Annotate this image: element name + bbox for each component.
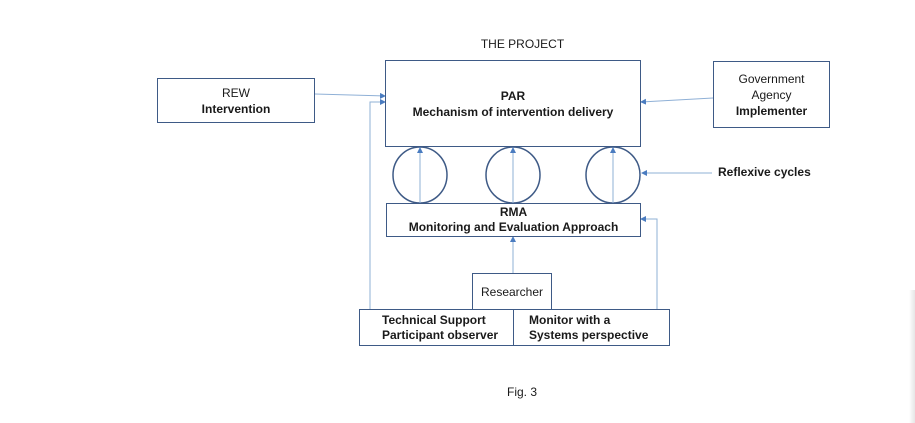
monitor-label: Monitor with a <box>529 312 611 327</box>
government-label: Government <box>738 71 805 86</box>
rew-intervention-box: REW Intervention <box>157 78 315 123</box>
technical-support-label: Technical Support <box>382 312 486 327</box>
page-edge-shadow <box>909 290 915 423</box>
figure-caption: Fig. 3 <box>507 385 538 399</box>
rma-label: RMA <box>499 205 528 219</box>
rma-box: RMA Monitoring and Evaluation Approach <box>386 203 641 237</box>
par-box: PAR Mechanism of intervention delivery <box>385 60 641 147</box>
reflexive-cycles-label: Reflexive cycles <box>718 165 811 179</box>
implementer-label: Implementer <box>735 103 808 118</box>
edge-tech-to-par <box>369 99 386 309</box>
agency-label: Agency <box>751 87 792 102</box>
edge-rew-to-par <box>314 92 386 99</box>
researcher-box: Researcher <box>472 273 552 310</box>
systems-monitor-box: Monitor with a Systems perspective <box>513 309 670 346</box>
technical-support-box: Technical Support Participant observer <box>359 309 514 346</box>
participant-observer-label: Participant observer <box>382 327 499 342</box>
rew-label: REW <box>222 85 250 100</box>
reflexive-cycle-3 <box>585 146 641 204</box>
edge-monitor-to-rma <box>640 216 658 309</box>
systems-perspective-label: Systems perspective <box>529 327 649 342</box>
researcher-label: Researcher <box>480 284 544 299</box>
par-description: Mechanism of intervention delivery <box>412 104 614 119</box>
par-label: PAR <box>500 88 526 103</box>
edge-gov-to-par <box>640 97 714 105</box>
intervention-label: Intervention <box>201 101 271 116</box>
rma-description: Monitoring and Evaluation Approach <box>408 220 619 234</box>
reflexive-cycle-1 <box>392 146 448 204</box>
government-agency-box: Government Agency Implementer <box>713 61 830 128</box>
diagram-title: THE PROJECT <box>480 37 565 51</box>
reflexive-cycle-2 <box>485 146 541 204</box>
